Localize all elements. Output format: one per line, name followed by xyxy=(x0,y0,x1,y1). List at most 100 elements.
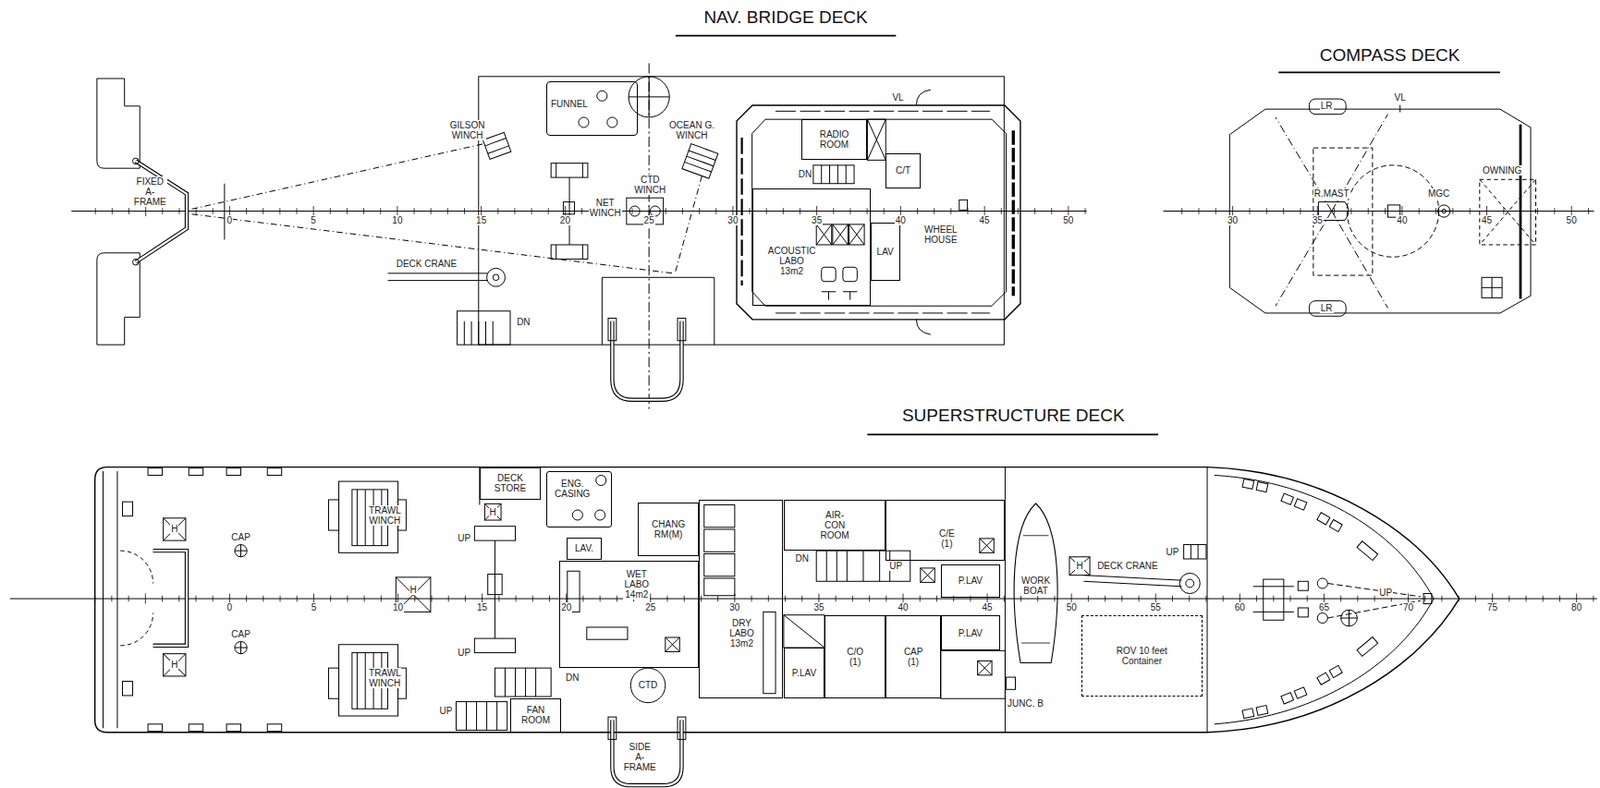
room-name: P.LAV xyxy=(957,628,984,639)
nav-bridge-deck-plan-part xyxy=(916,89,930,106)
frame-tick xyxy=(1475,596,1477,603)
nav-bridge-deck-plan-part xyxy=(192,144,703,274)
superstructure-deck-plan-part xyxy=(95,467,1460,733)
superstructure-deck-plan-part xyxy=(867,433,1159,436)
nav-bridge-deck-plan-part xyxy=(487,268,506,287)
frame-tick xyxy=(245,596,247,603)
superstructure-deck-plan-part xyxy=(1356,636,1379,657)
frame-tick xyxy=(1001,207,1002,215)
superstructure-deck-plan-part xyxy=(586,627,628,640)
frame-tick xyxy=(883,207,885,215)
superstructure-deck-plan-part xyxy=(153,550,187,647)
superstructure-deck-plan-part xyxy=(226,468,241,477)
frame-number: 50 xyxy=(1565,215,1578,226)
frame-tick xyxy=(1282,207,1284,215)
frame-tick xyxy=(279,207,281,215)
superstructure-deck-plan-part xyxy=(979,538,994,553)
frame-tick xyxy=(346,596,348,603)
nav-bridge-deck-plan-part xyxy=(223,183,225,241)
nav-bridge-deck-plan-part xyxy=(832,224,849,245)
superstructure-deck-plan-part-part xyxy=(1256,706,1269,717)
equipment-label: TRAWL WINCH xyxy=(367,668,402,689)
superstructure-deck-plan-part xyxy=(1317,578,1328,589)
frame-tick xyxy=(867,207,868,215)
superstructure-deck-plan-part xyxy=(474,638,515,653)
frame-tick xyxy=(1205,596,1207,603)
frame-number: 40 xyxy=(1395,215,1408,226)
compass-deck-plan-part xyxy=(1163,210,1595,212)
nav-bridge-deck-plan-part xyxy=(601,277,714,345)
equipment-label: CAP xyxy=(230,532,252,543)
frame-tick xyxy=(1050,207,1052,215)
frame-number: 40 xyxy=(894,215,907,226)
frame-tick xyxy=(885,596,887,603)
superstructure-deck-plan-part xyxy=(704,578,735,597)
frame-number: 50 xyxy=(1062,215,1075,226)
room-box: LAV xyxy=(870,222,901,281)
frame-tick xyxy=(1418,207,1420,215)
superstructure-deck-plan-part-part xyxy=(1329,520,1343,533)
compass-deck-plan-part xyxy=(1479,179,1537,245)
frame-tick xyxy=(1272,596,1274,603)
equipment-label: GILSON WINCH xyxy=(449,120,487,141)
superstructure-deck-plan-part xyxy=(1341,610,1358,627)
frame-number: 45 xyxy=(1480,215,1493,226)
equipment-label: UP xyxy=(438,706,453,717)
room-box: CHANG RM(M) xyxy=(637,502,699,556)
frame-tick xyxy=(329,596,331,603)
superstructure-deck-plan-part xyxy=(455,702,507,732)
frame-tick xyxy=(1188,596,1190,603)
room-name: WHEEL HOUSE xyxy=(923,224,959,245)
frame-tick xyxy=(1508,596,1510,603)
deck-heading: SUPERSTRUCTURE DECK xyxy=(901,406,1126,427)
superstructure-deck-plan-part xyxy=(1069,557,1090,576)
frame-tick xyxy=(631,207,633,215)
frame-tick xyxy=(329,207,331,215)
frame-tick xyxy=(178,596,180,603)
equipment-label: UP xyxy=(456,533,472,544)
nav-bridge-deck-plan-part-part xyxy=(684,150,717,172)
room-box: P.LAV xyxy=(783,647,825,699)
superstructure-deck-plan-part xyxy=(163,518,186,541)
superstructure-deck-plan-part xyxy=(328,500,339,531)
frame-number: 10 xyxy=(390,215,404,226)
frame-tick xyxy=(414,207,416,215)
superstructure-deck-plan-part xyxy=(484,503,501,521)
superstructure-deck-plan-part xyxy=(977,660,992,675)
frame-tick xyxy=(1037,596,1039,603)
room-name: C/T xyxy=(894,165,912,176)
compass-deck-plan-part xyxy=(1519,124,1523,300)
nav-bridge-deck-plan-part-part xyxy=(682,144,719,180)
room-name: C/O (1) xyxy=(845,647,865,668)
superstructure-deck-plan-part-part xyxy=(1356,636,1379,657)
frame-tick xyxy=(1104,596,1106,603)
frame-number: 45 xyxy=(978,215,991,226)
superstructure-deck-plan-part xyxy=(665,637,680,652)
frame-tick xyxy=(145,206,147,217)
superstructure-deck-plan-part xyxy=(122,501,133,516)
frame-tick xyxy=(665,207,667,215)
room-name: DRY LABO 13m2 xyxy=(728,618,756,649)
frame-tick xyxy=(548,207,550,215)
superstructure-deck-plan-part xyxy=(122,681,133,696)
superstructure-deck-plan-part xyxy=(677,717,686,740)
nav-bridge-deck-plan-part xyxy=(133,158,140,165)
frame-number: 70 xyxy=(1402,602,1415,613)
superstructure-deck-plan-part xyxy=(1006,677,1016,690)
frame-tick xyxy=(717,596,719,603)
room-box: C/E (1) xyxy=(885,500,1005,562)
room-box: P.LAV xyxy=(940,564,1001,599)
frame-tick xyxy=(245,207,247,215)
frame-tick xyxy=(430,596,432,603)
nav-bridge-deck-plan-part xyxy=(849,224,866,245)
general-arrangement-drawing-part xyxy=(10,36,1598,786)
nav-bridge-deck-plan-part xyxy=(682,144,719,180)
equipment-label: UP xyxy=(1378,587,1393,599)
superstructure-deck-plan-part xyxy=(704,504,735,527)
frame-tick xyxy=(1537,207,1539,215)
superstructure-deck-plan-part xyxy=(147,468,162,477)
nav-bridge-deck-plan-part xyxy=(959,199,968,210)
superstructure-deck-plan-part xyxy=(940,650,1006,699)
equipment-label: DN xyxy=(515,317,531,328)
frame-tick xyxy=(161,207,163,215)
